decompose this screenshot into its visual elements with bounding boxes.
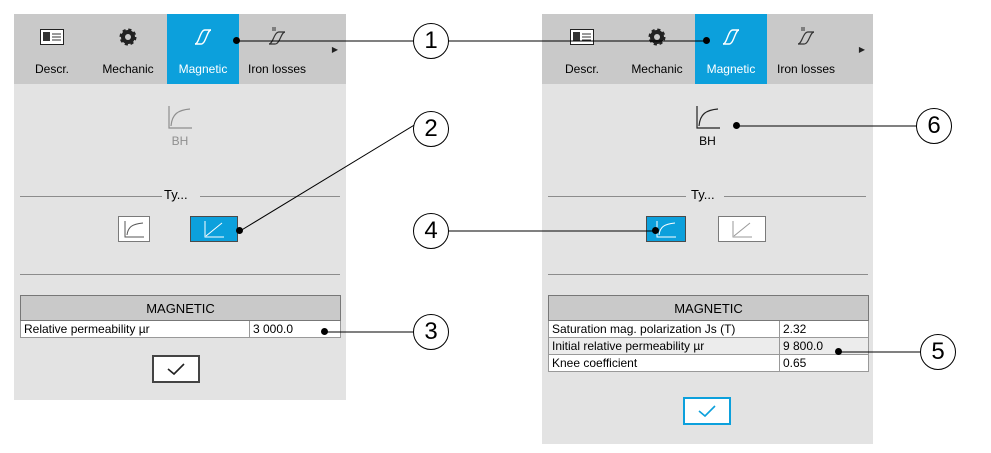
tab-label: Iron losses [776,62,836,76]
bh-curve-button[interactable]: BH [542,104,873,148]
check-icon [698,405,716,418]
knee-coefficient-input[interactable]: 0.65 [779,354,869,372]
tab-iron-losses[interactable]: Iron losses [241,14,313,84]
bh-curve-icon [168,106,192,129]
tab-magnetic[interactable]: Magnetic [167,14,239,84]
id-card-icon [16,24,88,50]
tab-label: Descr. [34,62,69,76]
tab-label: Mechanic [631,62,683,76]
magnetic-curve-icon [695,24,767,50]
right-material-panel: Descr. Mechanic Magnetic Iron losses ▶ B… [542,14,873,444]
table-header: MAGNETIC [20,295,341,321]
tab-label: Descr. [564,62,599,76]
bh-label: BH [699,134,716,148]
saturation-curve-icon [124,221,144,238]
tab-bar: Descr. Mechanic Magnetic Iron losses ▶ [542,14,873,84]
initial-permeability-input[interactable]: 9 800.0 [779,337,869,355]
property-label: Saturation mag. polarization Js (T) [548,320,780,338]
table-row: Relative permeability µr 3 000.0 [20,320,341,338]
linear-type-button[interactable] [718,216,766,242]
check-icon [167,363,185,376]
linear-curve-icon [204,221,224,238]
linear-type-button[interactable] [190,216,238,242]
anchor-dot [236,227,243,234]
magnetic-curve-icon [167,24,239,50]
tab-label: Magnetic [178,62,228,76]
tab-mechanic[interactable]: Mechanic [621,14,693,84]
type-label: Ty... [691,187,715,202]
table-row: Knee coefficient 0.65 [548,354,869,372]
anchor-dot [652,227,659,234]
tab-magnetic[interactable]: Magnetic [695,14,767,84]
divider [20,274,340,275]
bh-curve-button[interactable]: BH [14,104,346,148]
type-label: Ty... [164,187,188,202]
iron-losses-icon [770,24,842,50]
magnetic-properties-table: MAGNETIC Relative permeability µr 3 000.… [20,295,341,338]
tab-bar: Descr. Mechanic Magnetic Iron losses ▶ [14,14,346,84]
anchor-dot [733,122,740,129]
saturation-curve-type-button[interactable] [118,216,150,242]
callout-3: 3 [413,314,449,350]
tab-descr[interactable]: Descr. [16,14,88,84]
property-label: Knee coefficient [548,354,780,372]
anchor-dot [835,348,842,355]
left-material-panel: Descr. Mechanic Magnetic Iron losses ▶ B… [14,14,346,400]
tab-mechanic[interactable]: Mechanic [92,14,164,84]
table-row: Saturation mag. polarization Js (T) 2.32 [548,320,869,338]
saturation-curve-icon [656,221,676,238]
bh-label: BH [171,134,189,148]
anchor-dot [321,328,328,335]
callout-4: 4 [413,213,449,249]
magnetic-properties-table: MAGNETIC Saturation mag. polarization Js… [548,295,869,372]
anchor-dot [233,37,240,44]
callout-2: 2 [413,111,449,147]
gear-icon [92,24,164,50]
tab-label: Iron losses [247,62,307,76]
tab-label: Magnetic [706,62,756,76]
linear-curve-icon [732,221,752,238]
tab-label: Mechanic [102,62,154,76]
relative-permeability-input[interactable]: 3 000.0 [249,320,341,338]
type-separator: Ty... [14,186,346,206]
property-label: Relative permeability µr [20,320,250,338]
confirm-button[interactable] [152,355,200,383]
type-separator: Ty... [542,186,873,206]
callout-6: 6 [916,108,952,144]
anchor-dot [703,37,710,44]
tab-scroll-arrow-icon[interactable]: ▶ [331,45,338,54]
table-header: MAGNETIC [548,295,869,321]
callout-1: 1 [413,23,449,59]
iron-losses-icon [241,24,313,50]
divider [548,274,868,275]
confirm-button[interactable] [683,397,731,425]
bh-curve-icon [695,106,720,129]
tab-iron-losses[interactable]: Iron losses [770,14,842,84]
tab-scroll-arrow-icon[interactable]: ▶ [858,45,865,54]
callout-5: 5 [920,334,956,370]
